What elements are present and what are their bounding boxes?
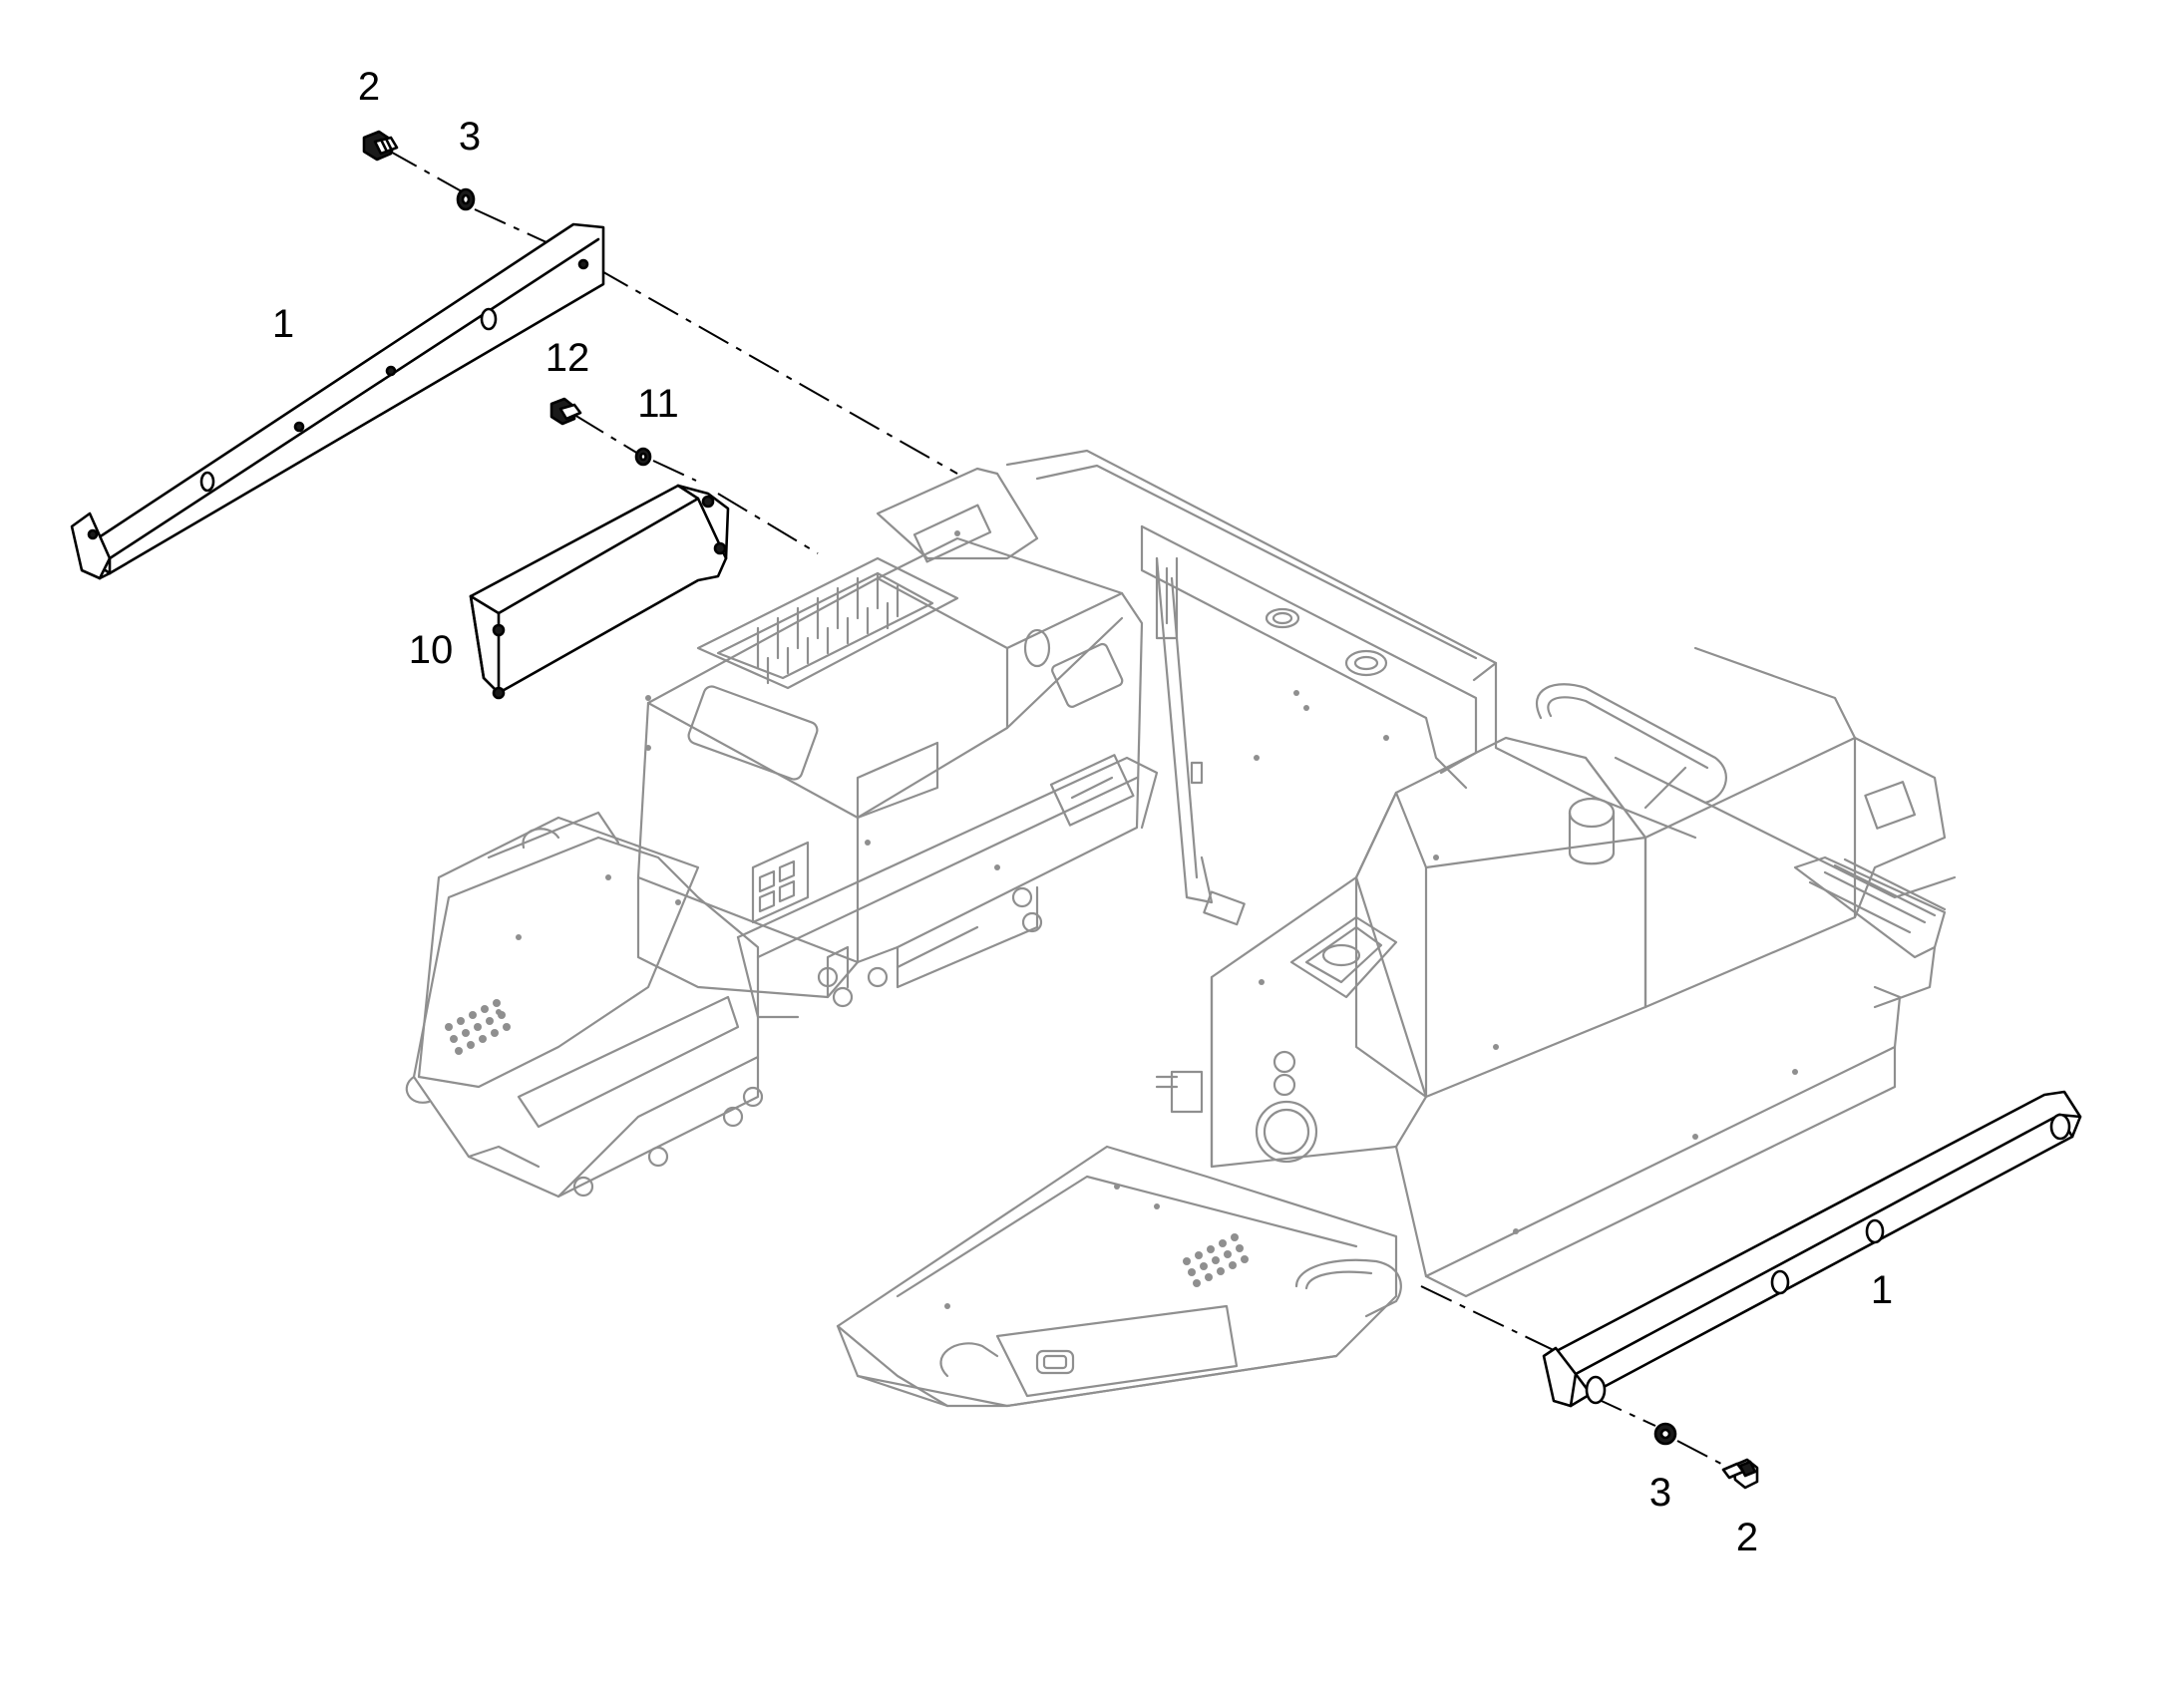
grille-holes-right xyxy=(1183,1233,1249,1287)
callout-3-bottom: 3 xyxy=(1649,1471,1671,1515)
callout-12: 12 xyxy=(545,336,590,380)
callout-11: 11 xyxy=(637,382,679,426)
side-rail-top xyxy=(70,222,605,580)
washer-icon-bracket xyxy=(634,447,652,467)
leader-bracket-washer xyxy=(652,460,697,482)
machine-frame-assembly xyxy=(405,449,1957,1408)
washer-icon-top xyxy=(456,187,476,211)
callout-2-top: 2 xyxy=(358,65,380,109)
bolt-icon-bottom xyxy=(1721,1458,1759,1490)
washer-icon-bottom xyxy=(1653,1422,1677,1446)
leader-bottom-frame-to-rail xyxy=(1420,1285,1567,1357)
grille-holes-left xyxy=(445,999,511,1055)
leader-top-bolt xyxy=(386,149,470,196)
callout-3-top: 3 xyxy=(459,115,481,159)
callout-1-top: 1 xyxy=(272,302,294,346)
bolt-icon-bracket xyxy=(549,397,582,426)
leader-bracket-bolt xyxy=(573,414,639,455)
leader-bracket-to-frame xyxy=(717,493,819,554)
callout-labels: 2 3 1 12 11 10 1 3 2 xyxy=(272,65,1893,1559)
bolt-icon-top xyxy=(362,130,399,162)
callout-2-bottom: 2 xyxy=(1736,1516,1758,1559)
callout-10: 10 xyxy=(409,628,454,672)
leader-top-washer-to-rail xyxy=(474,208,584,260)
callout-1-bottom: 1 xyxy=(1871,1268,1893,1312)
leader-lines xyxy=(386,149,1741,1475)
mounting-bracket xyxy=(469,484,730,700)
side-rail-bottom xyxy=(1542,1090,2082,1408)
leader-top-rail-to-frame xyxy=(597,268,958,475)
